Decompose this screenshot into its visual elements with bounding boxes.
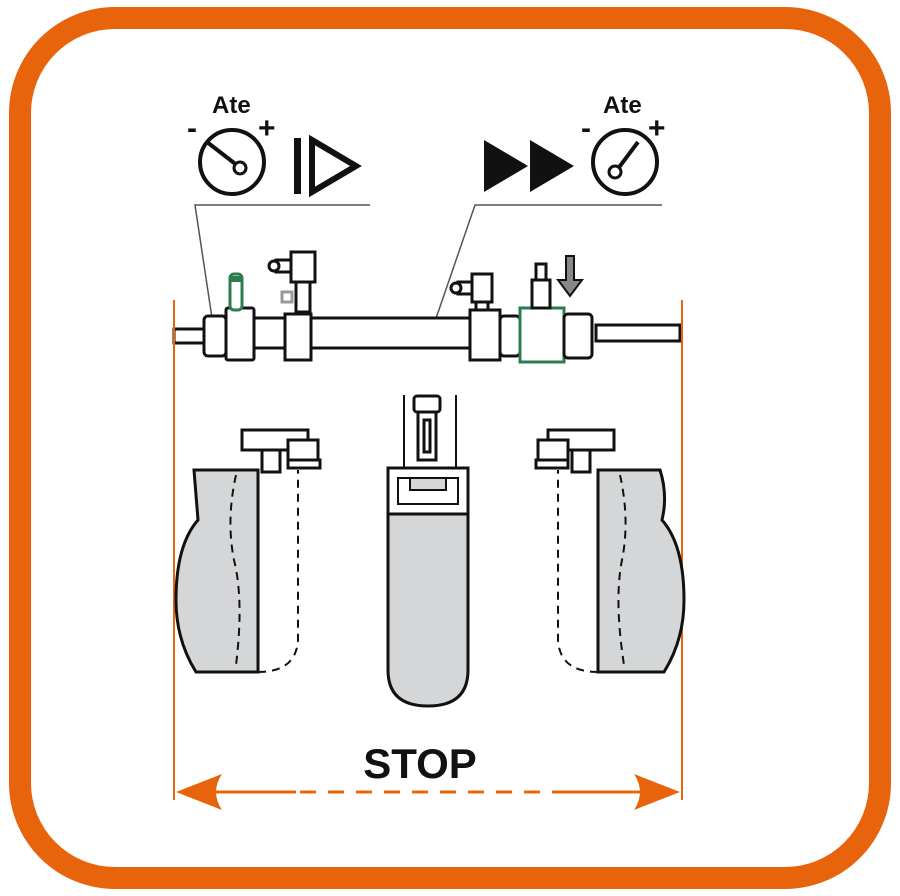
solenoid-valve-left <box>267 250 317 314</box>
right-gauge-group: Ate - + <box>581 92 666 196</box>
end-block-right <box>468 308 502 362</box>
indicator-tube <box>228 272 244 312</box>
slow-forward-icon <box>294 134 362 198</box>
fast-forward-icon <box>484 140 574 192</box>
right-gauge-plus: + <box>648 112 666 145</box>
left-gauge-plus: + <box>258 112 276 145</box>
pad-center <box>386 466 470 708</box>
rod-right <box>594 323 682 343</box>
left-gauge-minus: - <box>187 112 197 145</box>
pad-actuator-left <box>240 428 322 474</box>
pressure-gauge-icon <box>591 128 659 196</box>
nut-left <box>202 314 228 358</box>
right-gauge-minus: - <box>581 112 591 145</box>
left-gauge-group: Ate - + <box>187 92 276 196</box>
right-pad-group <box>534 428 686 674</box>
leader-line-right <box>431 204 662 331</box>
valve-body-right <box>518 306 566 364</box>
pad-right <box>596 468 686 674</box>
valve-pin-right <box>530 262 552 310</box>
stop-dimension: STOP <box>176 740 680 810</box>
arrowhead-left <box>176 774 222 810</box>
rod-left <box>172 327 206 345</box>
pressure-gauge-icon <box>198 128 266 196</box>
left-pad-group <box>174 428 322 674</box>
pad-left <box>174 468 260 674</box>
frame-border <box>9 7 891 889</box>
stop-label: STOP <box>363 740 477 787</box>
pad-actuator-right <box>534 428 616 474</box>
center-pad-group <box>386 394 470 708</box>
left-gauge-label: Ate <box>212 92 251 119</box>
down-arrow-icon <box>556 255 584 298</box>
solenoid-valve-right <box>449 272 494 312</box>
right-gauge-label: Ate <box>603 92 642 119</box>
leader-line-left <box>194 204 370 319</box>
arrowhead-right <box>634 774 680 810</box>
clamp-block <box>283 312 313 362</box>
cylinder-assembly <box>172 306 682 364</box>
